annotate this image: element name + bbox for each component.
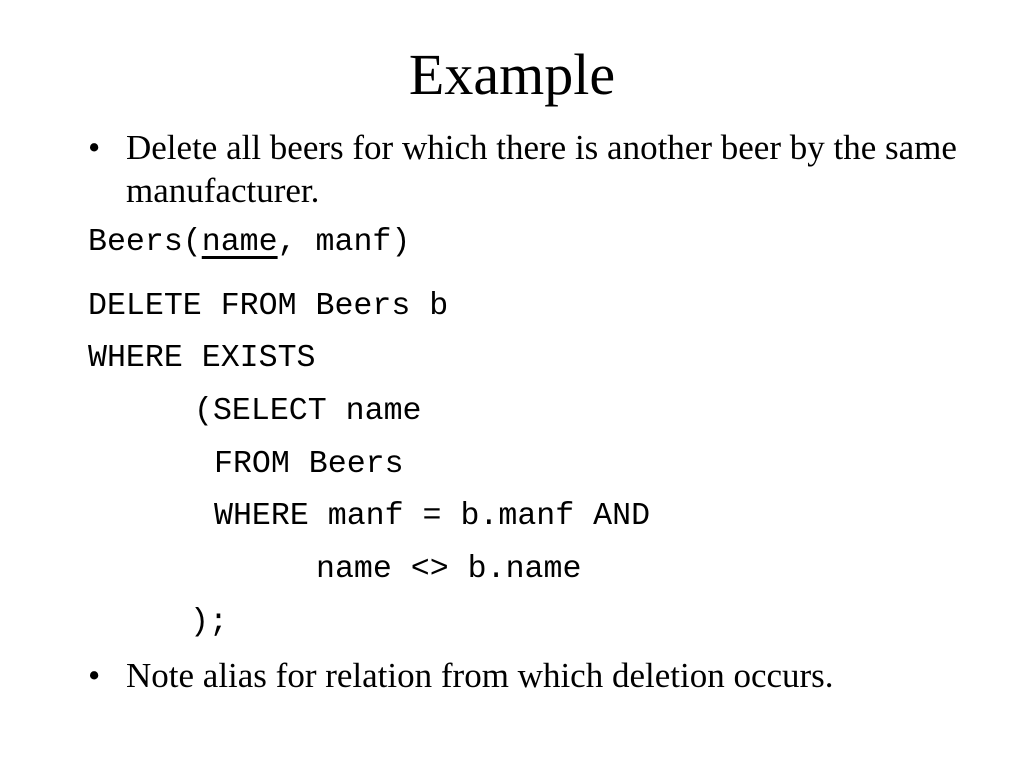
code-line: (SELECT name [194,394,422,429]
schema-key: name [201,225,278,260]
bullet-text: Note alias for relation from which delet… [126,656,834,695]
code-line: DELETE FROM Beers b [88,289,449,324]
schema-line: Beers(name, manf) [88,224,410,262]
bullet-marker: • [88,656,101,695]
code-line: WHERE EXISTS [88,341,316,376]
bullet-text: Delete all beers for which there is anot… [126,128,957,210]
slide-title: Example [408,42,616,107]
code-line: FROM Beers [214,447,404,482]
bullet-item: • Delete all beers for which there is an… [88,126,968,212]
schema-suffix: , manf) [277,225,411,260]
code-line: name <> b.name [316,552,582,587]
bullet-marker: • [88,128,101,167]
bullet-item: • Note alias for relation from which del… [88,654,968,697]
schema-prefix: Beers( [88,225,202,260]
code-line: ); [190,605,228,640]
code-line: WHERE manf = b.manf AND [214,499,651,534]
